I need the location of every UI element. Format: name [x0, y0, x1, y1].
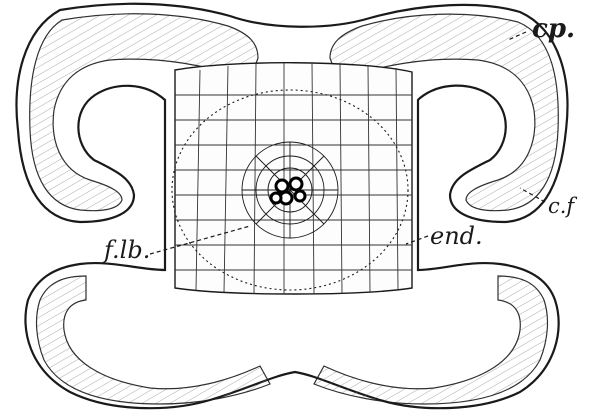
label-flb: f.lb.: [104, 236, 150, 264]
inner-cells: [242, 142, 338, 238]
label-cf: c.f: [548, 194, 574, 218]
label-end: end.: [430, 222, 483, 250]
label-cp: cp.: [532, 14, 575, 44]
